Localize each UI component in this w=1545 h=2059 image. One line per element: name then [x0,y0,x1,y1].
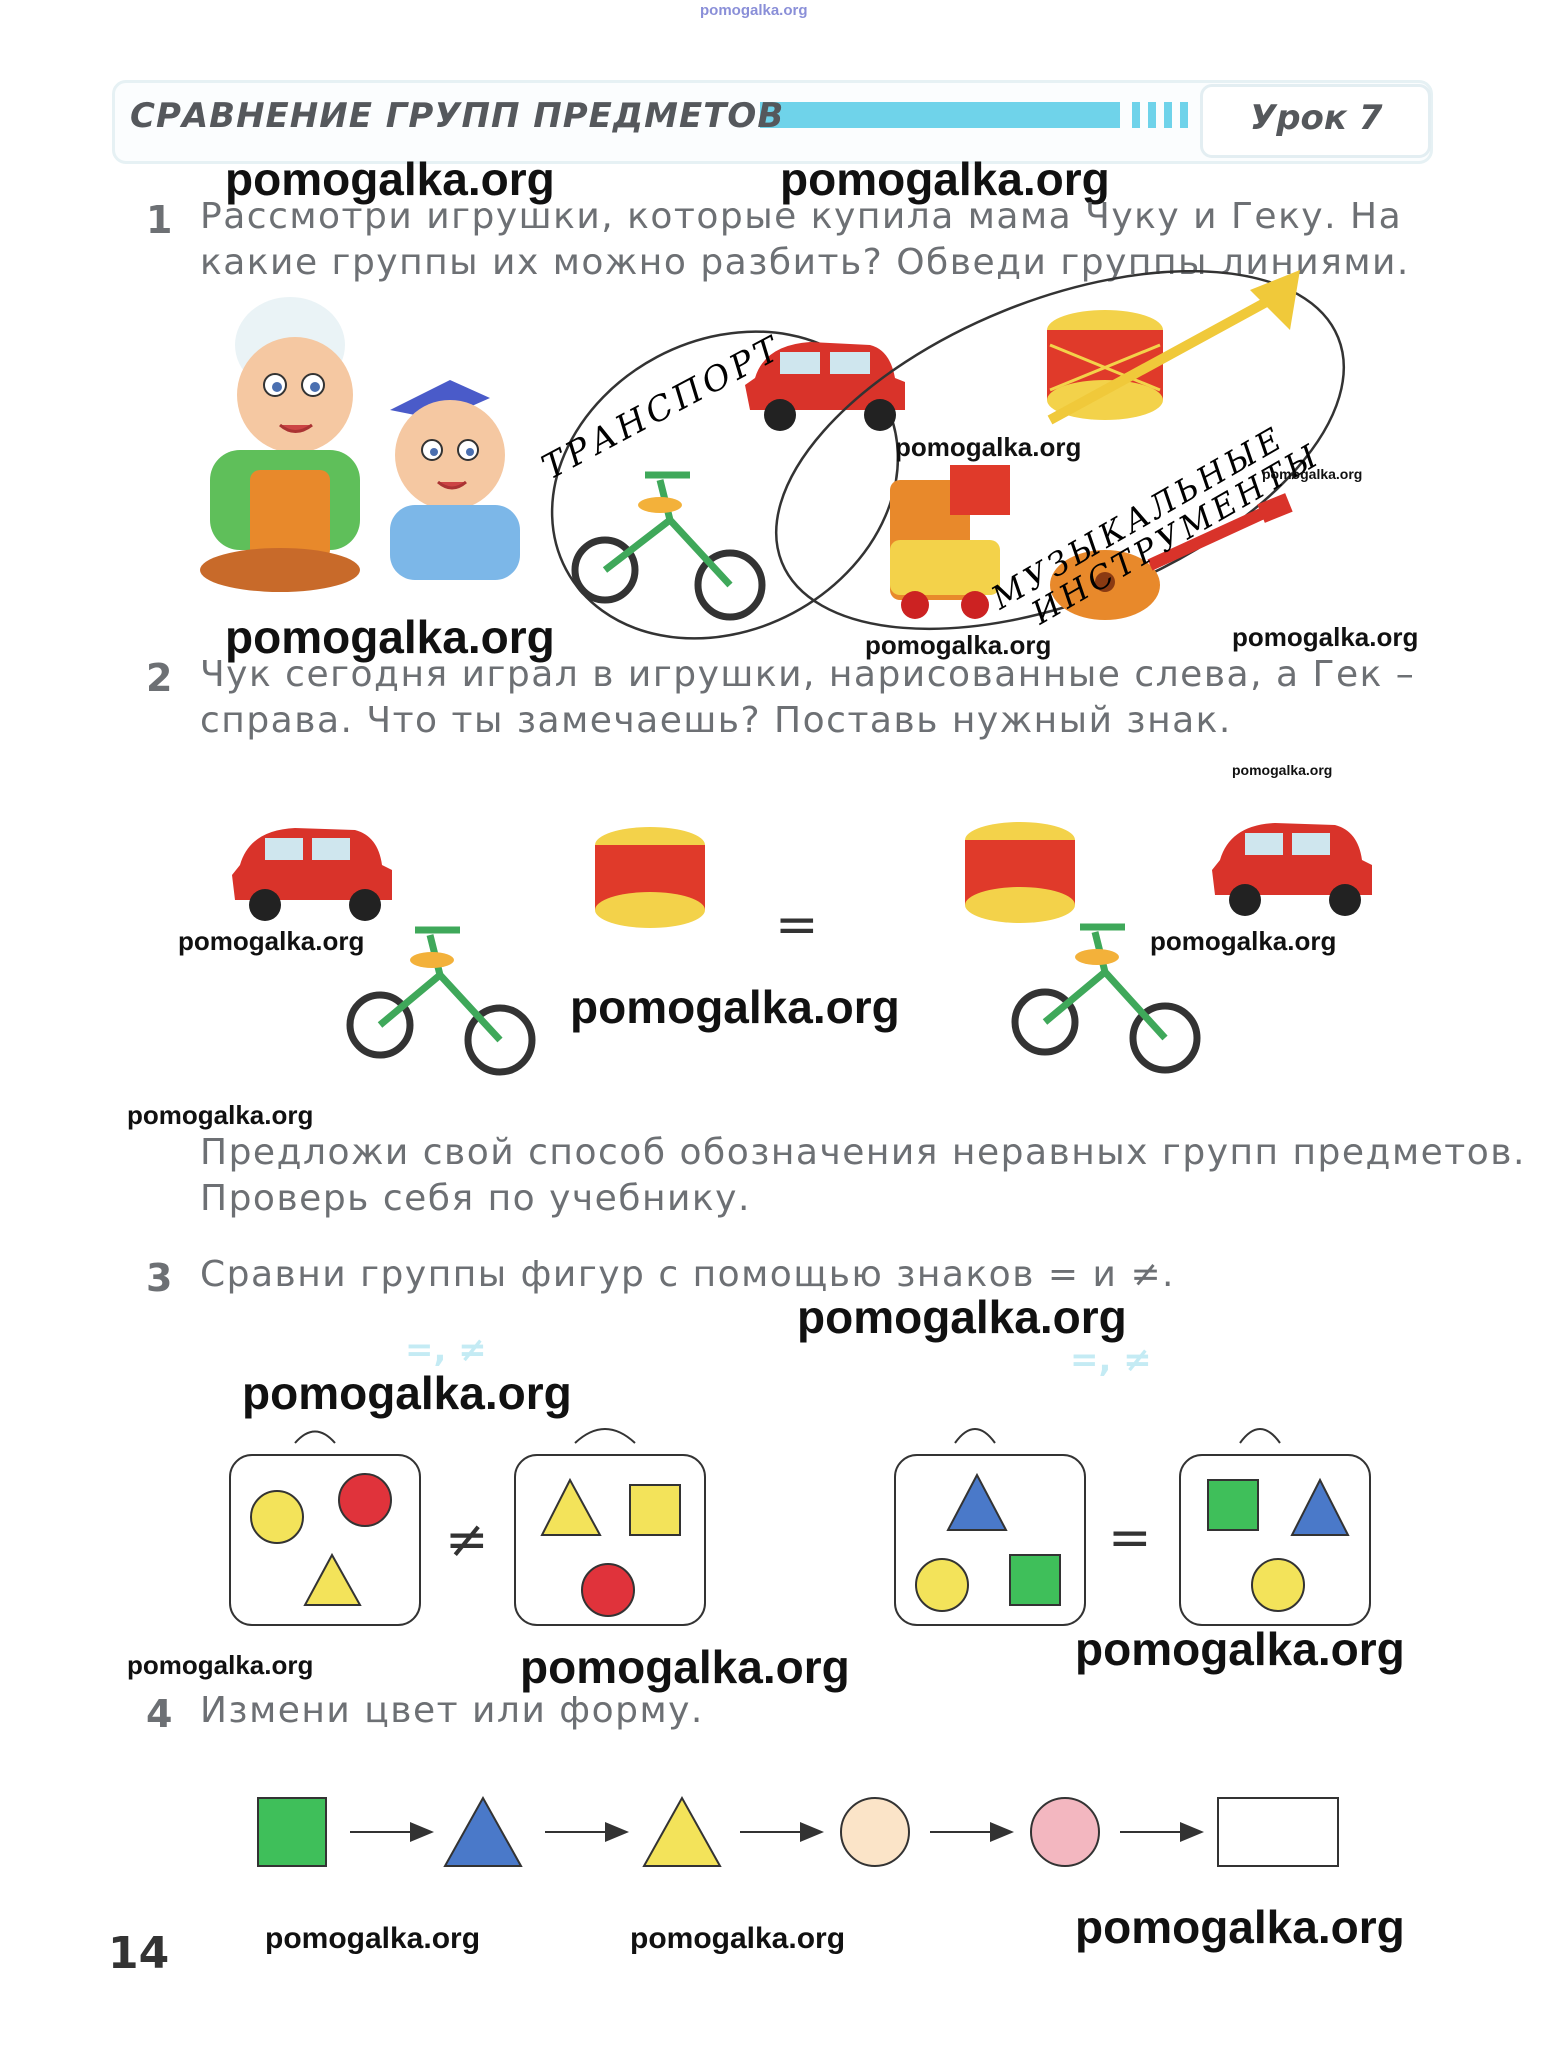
car-icon [232,828,392,921]
figure-group [514,1428,706,1626]
section-title: СРАВНЕНИЕ ГРУПП ПРЕДМЕТОВ [130,96,785,136]
task-3-sign-left: ≠ [445,1510,489,1570]
task-2-number: 2 [146,656,173,700]
watermark: pomogalka.org [1232,622,1419,652]
task-2-text-line2: справа. Что ты замечаешь? Поставь нужный… [200,700,1232,741]
task-2-illustration [232,822,1372,1076]
hint-left: =, ≠ [405,1330,487,1370]
green-square [257,1797,327,1867]
pink-circle [1030,1797,1100,1867]
tricycle-icon [1011,923,1201,1074]
watermark: pomogalka.org [178,926,365,956]
watermark: pomogalka.org [1232,762,1333,778]
instruments-label-line2: ИНСТРУМЕНТЫ [1024,435,1327,632]
figure-group [1179,1428,1371,1626]
red-circle [338,1473,392,1527]
task-1-number: 1 [146,198,173,242]
watermark: pomogalka.org [265,1922,481,1955]
red-circle [581,1563,635,1617]
header-dash [1164,102,1172,128]
figure-group [894,1428,1086,1626]
watermark: pomogalka.org [797,1291,1127,1343]
task-4-number: 4 [146,1692,173,1736]
page-number: 14 [108,1928,170,1979]
watermark: pomogalka.org [895,432,1082,462]
car-icon [1212,823,1372,916]
watermark: pomogalka.org [225,611,555,663]
watermark: pomogalka.org [127,1100,314,1130]
green-square [1009,1554,1061,1606]
watermark: pomogalka.org [242,1367,572,1419]
blue-triangle [1290,1477,1350,1536]
task-2-after-line1: Предложи свой способ обозначения неравны… [200,1132,1526,1173]
header-dash [1132,102,1140,128]
lesson-box [1200,84,1431,158]
watermark: pomogalka.org [780,153,1110,205]
boys-illustration [200,297,520,592]
yellow-circle [250,1490,304,1544]
task-2-text-line1: Чук сегодня играл в игрушки, нарисованны… [200,654,1416,695]
header-accent-stripe [760,102,1120,128]
watermark: pomogalka.org [1075,1901,1405,1953]
watermark: pomogalka.org [1150,926,1337,956]
drum-icon [965,822,1075,923]
train-icon [890,465,1010,619]
yellow-triangle [303,1552,362,1606]
figure-group [229,1430,421,1626]
pale-circle [840,1797,910,1867]
watermark: pomogalka.org [865,630,1052,660]
task-3-text: Сравни группы фигур с помощью знаков = и… [200,1254,1175,1295]
guitar-icon [1050,493,1293,620]
empty-answer-box [1217,1797,1339,1867]
yellow-square [629,1484,681,1536]
task-2-after-line2: Проверь себя по учебнику. [200,1178,751,1219]
task-1-illustration: ТРАНСПОРТ МУЗЫКАЛЬНЫЕ ИНСТРУМЕНТЫ [200,270,1346,640]
header-dash [1148,102,1156,128]
watermark: pomogalka.org [520,1641,850,1693]
blue-triangle [443,1795,523,1867]
task-1-text-line1: Рассмотри игрушки, которые купила мама Ч… [200,196,1403,237]
task-4-text: Измени цвет или форму. [200,1690,704,1731]
yellow-triangle [540,1477,602,1536]
task-3-number: 3 [146,1256,173,1300]
green-square [1207,1479,1259,1531]
yellow-circle [915,1558,969,1612]
watermark: pomogalka.org [1075,1623,1405,1675]
watermark: pomogalka.org [630,1922,846,1955]
hint-right: =, ≠ [1070,1340,1152,1380]
watermark-top: pomogalka.org [700,2,808,19]
tricycle-icon [346,926,536,1076]
tricycle-icon [571,471,766,621]
drum-icon [595,827,705,928]
lesson-label: Урок 7 [1250,98,1383,138]
task-4-sequence [257,1795,1339,1867]
yellow-circle [1251,1558,1305,1612]
watermark: pomogalka.org [127,1650,314,1680]
task-3-figures [229,1428,1371,1626]
task-1-text-line2: какие группы их можно разбить? Обведи гр… [200,242,1410,283]
watermark: pomogalka.org [225,153,555,205]
task-2-sign: = [775,895,819,955]
watermark: pomogalka.org [1262,466,1363,482]
blue-triangle [946,1472,1008,1531]
watermark: pomogalka.org [570,981,900,1033]
yellow-triangle [642,1795,722,1867]
drum-icon [1047,310,1163,420]
task-3-sign-right: = [1108,1508,1152,1568]
header-dash [1180,102,1188,128]
trumpet-icon [1047,270,1300,425]
